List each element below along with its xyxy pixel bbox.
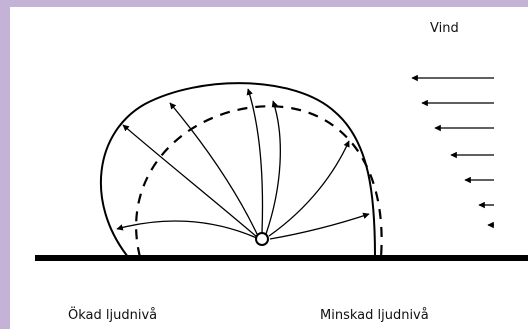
increased-level-label: Ökad ljudnivå — [68, 308, 158, 323]
ray-left-low — [116, 220, 260, 240]
sound-source — [255, 232, 269, 246]
wind-label: Vind — [430, 21, 459, 36]
ray-up-right — [265, 100, 281, 235]
sound-propagation-figure — [35, 74, 528, 261]
wavefront-without-wind — [135, 105, 383, 258]
decreased-level-label: Minskad ljudnivå — [320, 308, 429, 323]
ray-left-mid — [122, 124, 258, 238]
ray-up-left — [169, 102, 259, 237]
wind-arrows — [411, 74, 494, 229]
ray-right-mid — [268, 140, 350, 237]
ray-up — [246, 88, 264, 234]
ray-right-low — [269, 212, 370, 240]
diagram-canvas: Vind Ökad ljudnivå Minskad ljudnivå — [10, 7, 528, 329]
sound-rays — [116, 88, 370, 240]
